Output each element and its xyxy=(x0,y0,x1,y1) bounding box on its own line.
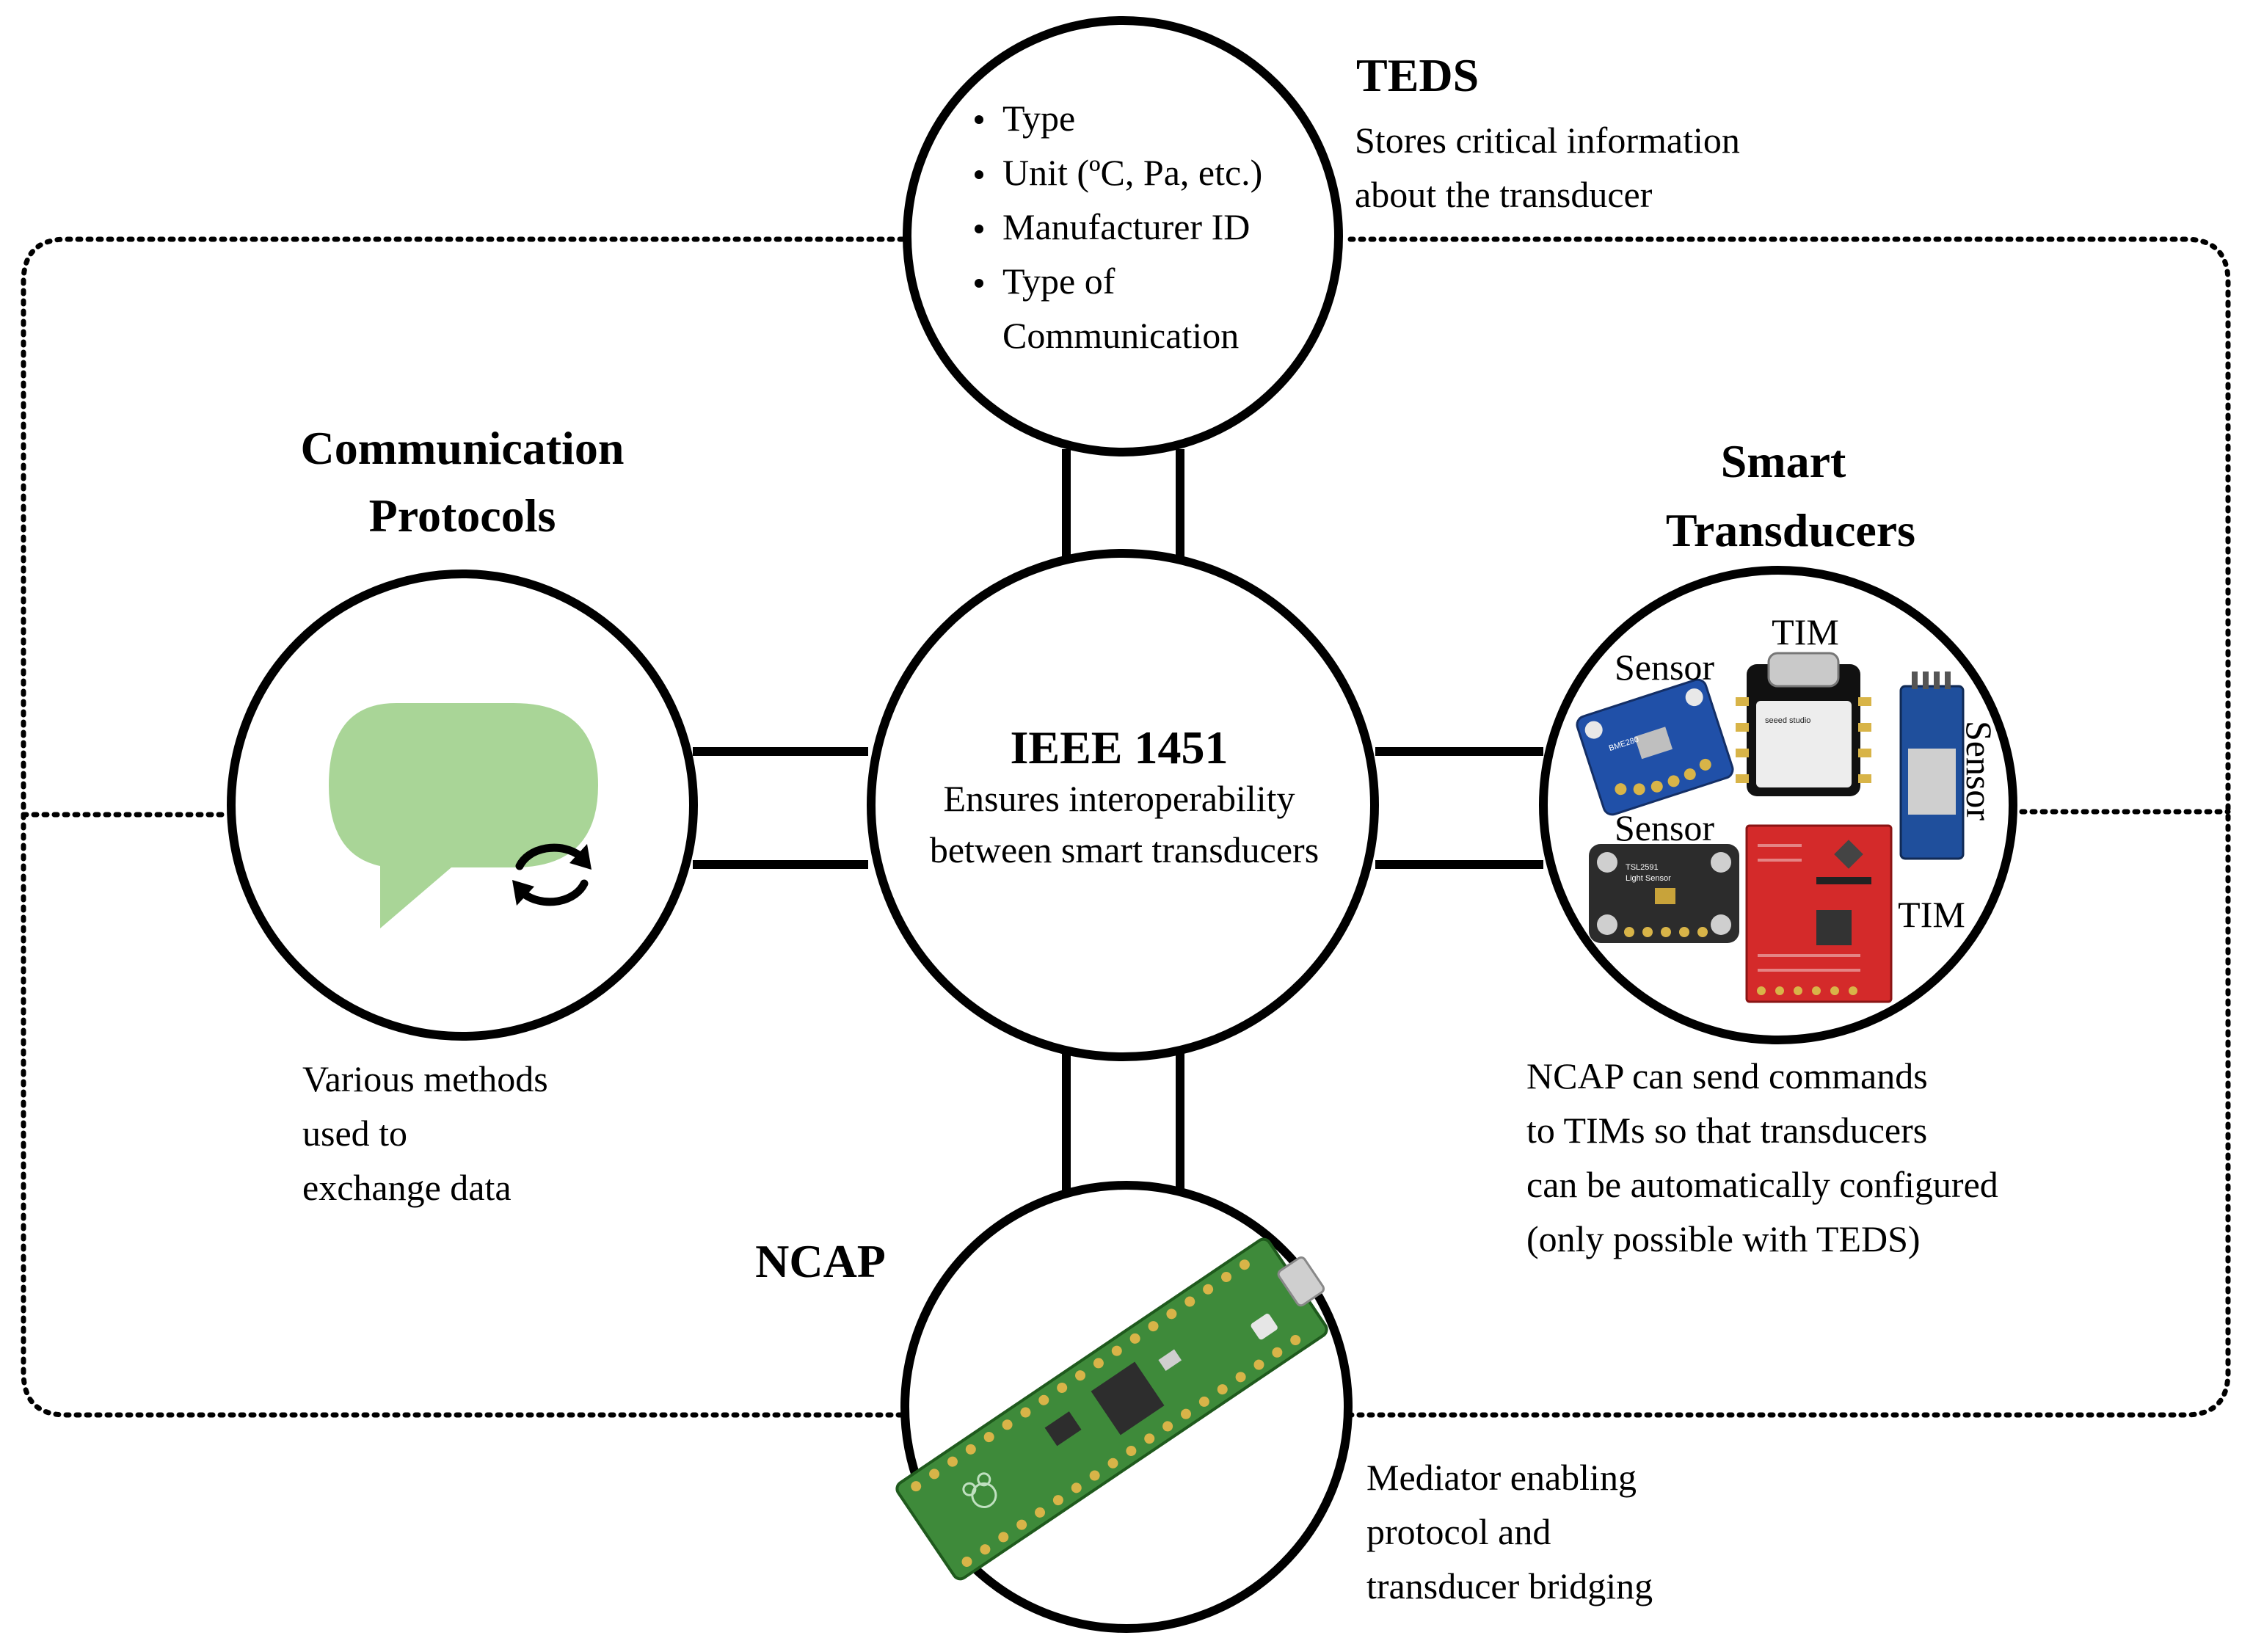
teds-bullet-2: Unit (ºC, Pa, etc.) xyxy=(1002,152,1262,193)
ncap-heading: NCAP xyxy=(755,1235,886,1287)
raspberry-logo-icon xyxy=(962,1472,997,1508)
center-desc-line-1: Ensures interoperability xyxy=(943,778,1295,819)
teds-bullet-4: Type of xyxy=(1002,261,1115,302)
seeed-board-label: seeed studio xyxy=(1765,716,1810,725)
connectors xyxy=(693,449,1543,1202)
smart-desc-line-3: can be automatically configured xyxy=(1526,1164,1998,1205)
smart-transducer-boards: BME280 seeed studio TSL2591 xyxy=(1576,652,1965,1003)
tsl-board-sublabel: Light Sensor xyxy=(1626,874,1671,883)
center-circle xyxy=(867,549,1379,1061)
tim-board-seeed: seeed studio xyxy=(1736,652,1871,796)
chat-bubble-sync-icon xyxy=(329,703,598,928)
smart-label-tim-top: TIM xyxy=(1772,611,1839,652)
center-title: IEEE 1451 xyxy=(1011,721,1229,774)
tim-board-red xyxy=(1745,824,1893,1003)
ncap-desc-line-2: protocol and xyxy=(1366,1511,1551,1552)
teds-bullet-4-continuation: Communication xyxy=(1002,315,1239,356)
smart-desc-line-4: (only possible with TEDS) xyxy=(1526,1218,1921,1259)
dotted-frame xyxy=(21,236,2231,1418)
smart-heading-line-2: Transducers xyxy=(1666,504,1915,556)
ncap-desc-line-1: Mediator enabling xyxy=(1366,1457,1637,1498)
smart-label-sensor-top: Sensor xyxy=(1615,647,1714,688)
teds-bullet-list: Type Unit (ºC, Pa, etc.) Manufacturer ID… xyxy=(975,98,1262,356)
smart-label-sensor-right: Sensor xyxy=(1959,721,2000,820)
teds-desc-line-2: about the transducer xyxy=(1355,174,1653,215)
communication-heading-line-2: Protocols xyxy=(369,490,556,542)
teds-circle xyxy=(903,16,1343,456)
communication-heading-line-1: Communication xyxy=(301,422,625,474)
tsl-board-label: TSL2591 xyxy=(1626,863,1659,872)
teds-bullet-3: Manufacturer ID xyxy=(1002,206,1250,247)
sensor-board-tsl: TSL2591 Light Sensor xyxy=(1589,844,1739,943)
raspberry-pi-pico-icon xyxy=(895,1237,1328,1581)
communication-desc-line-3: exchange data xyxy=(302,1167,512,1208)
teds-desc-line-1: Stores critical information xyxy=(1355,120,1740,161)
smart-label-sensor-bottom: Sensor xyxy=(1615,807,1714,848)
smart-label-tim-bottom: TIM xyxy=(1898,894,1965,935)
smart-heading-line-1: Smart xyxy=(1721,435,1846,487)
teds-bullet-1: Type xyxy=(1002,98,1075,139)
sensor-board-right xyxy=(1899,672,1965,860)
ncap-desc-line-3: transducer bridging xyxy=(1366,1565,1653,1606)
communication-desc-line-2: used to xyxy=(302,1113,407,1154)
center-desc-line-2: between smart transducers xyxy=(930,829,1319,870)
smart-desc-line-2: to TIMs so that transducers xyxy=(1526,1110,1927,1151)
smart-desc-line-1: NCAP can send commands xyxy=(1526,1055,1928,1096)
teds-heading: TEDS xyxy=(1356,49,1479,101)
communication-desc-line-1: Various methods xyxy=(302,1058,548,1099)
sensor-board-bme: BME280 xyxy=(1576,678,1734,816)
